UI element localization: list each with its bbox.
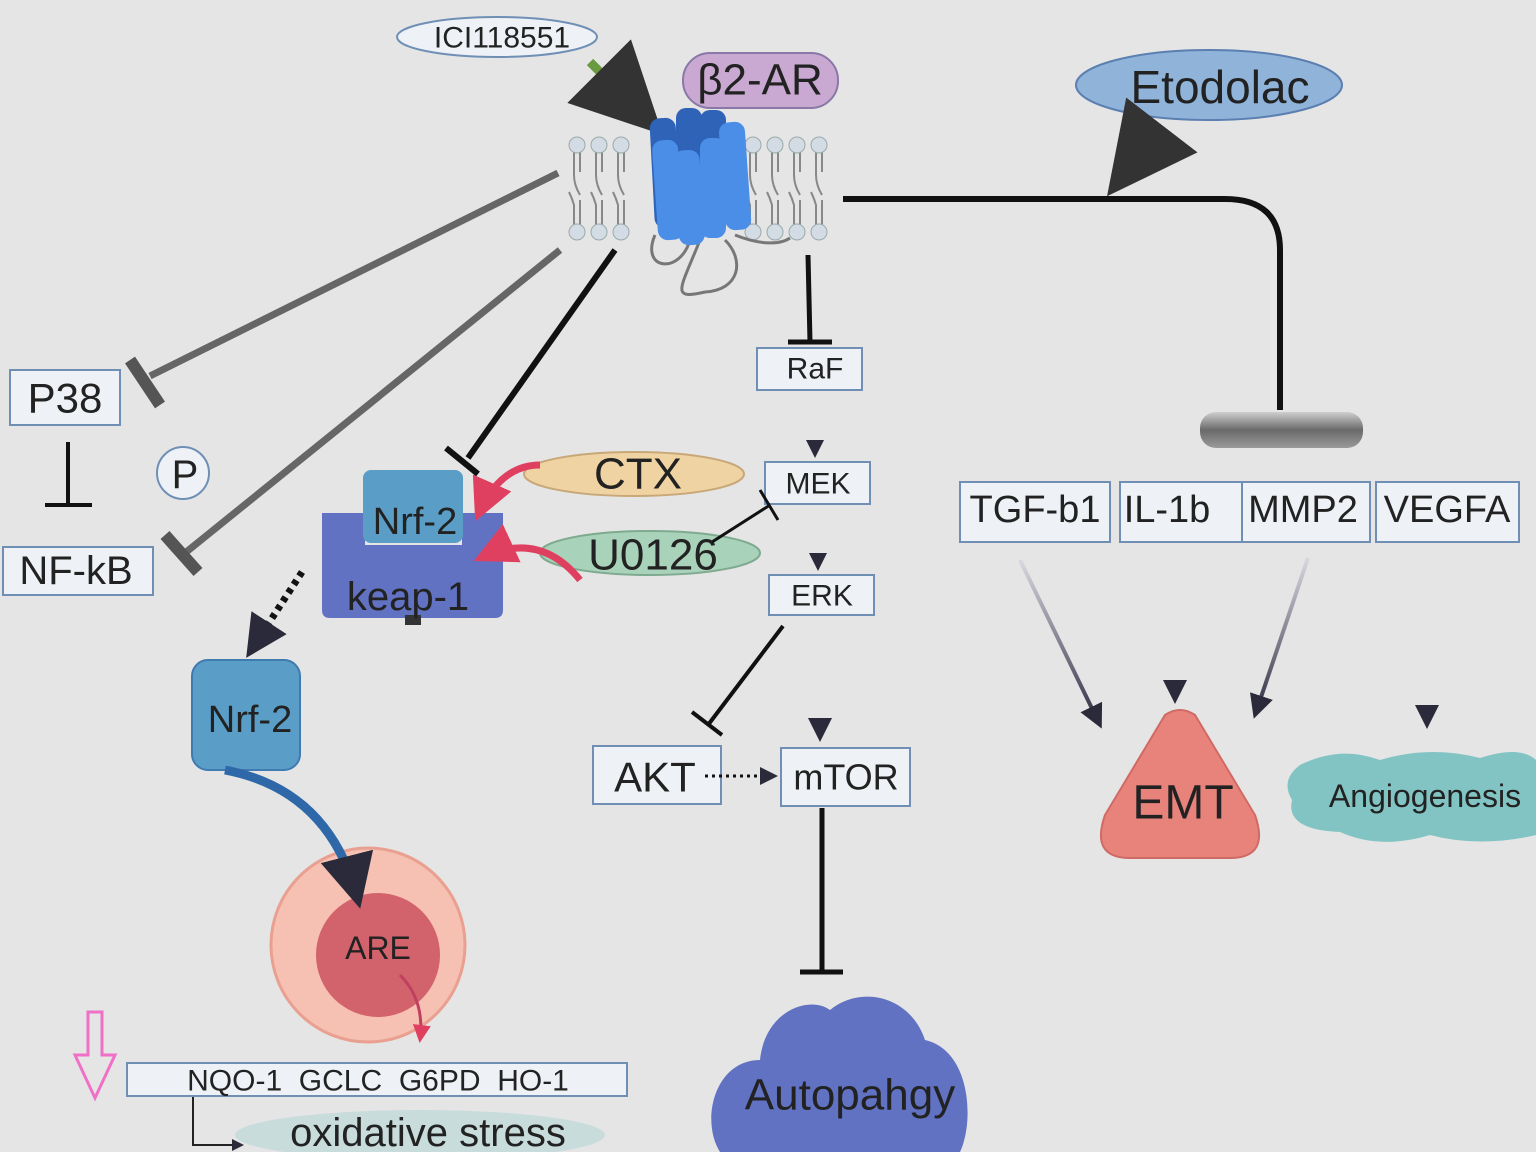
svg-text:EMT: EMT	[1132, 777, 1233, 830]
svg-text:Nrf-2: Nrf-2	[373, 501, 457, 543]
svg-text:IL-1b: IL-1b	[1124, 489, 1211, 531]
inhibition-bar	[1200, 412, 1363, 448]
svg-text:NF-kB: NF-kB	[19, 549, 132, 593]
svg-text:mTOR: mTOR	[793, 757, 898, 798]
genes-box: NQO-1 GCLC G6PD HO-1	[126, 1062, 628, 1098]
tgfb1-box: TGF-b1	[959, 481, 1111, 543]
u0126-label: U0126	[539, 530, 761, 580]
svg-text:ERK: ERK	[791, 580, 853, 613]
cell-membrane	[568, 136, 828, 241]
ctx-label: CTX	[523, 450, 745, 499]
p38-nfkb-inhibition	[45, 442, 92, 507]
svg-text:ARE: ARE	[345, 930, 411, 966]
mek-box: MEK	[764, 461, 871, 505]
svg-text:P38: P38	[28, 375, 103, 422]
etodolac-label: Etodolac	[1075, 49, 1343, 121]
svg-text:oxidative stress: oxidative stress	[290, 1111, 566, 1152]
p38-inhibition-line	[148, 169, 560, 380]
svg-text:MMP2: MMP2	[1248, 489, 1358, 531]
ici-arrow	[567, 39, 663, 135]
svg-text:Autopahgy: Autopahgy	[745, 1071, 955, 1120]
mtor-box: mTOR	[780, 747, 911, 807]
tgfb1-emt-arrow	[1018, 559, 1103, 729]
svg-text:AKT: AKT	[614, 754, 696, 801]
cell-are: ARE	[269, 846, 467, 1044]
svg-text:P: P	[172, 453, 199, 497]
il1b-box: IL-1b	[1119, 481, 1243, 543]
erk-akt-inhibition	[690, 624, 785, 737]
svg-text:Etodolac: Etodolac	[1130, 61, 1309, 113]
svg-text:β2-AR: β2-AR	[697, 56, 823, 105]
keap1-complex: Nrf-2 keap-1	[322, 470, 503, 625]
ici118551-label: ICI118551	[396, 16, 598, 58]
svg-text:RaF: RaF	[787, 353, 844, 386]
svg-text:TGF-b1: TGF-b1	[970, 489, 1101, 531]
erk-box: ERK	[768, 574, 875, 616]
svg-text:Nrf-2: Nrf-2	[208, 699, 292, 741]
etodolac-arrow	[1107, 97, 1198, 197]
u0126-arrow	[473, 524, 583, 583]
mmp2-emt-arrow	[1250, 557, 1310, 719]
inhibition-bar	[125, 356, 165, 409]
nrf2-translocation-arrow	[246, 570, 305, 658]
nfkb-inhibition-line	[182, 247, 563, 556]
svg-text:VEGFA: VEGFA	[1384, 489, 1511, 531]
raf-box: RaF	[756, 347, 863, 391]
are-expression-arrow	[398, 973, 431, 1043]
mtor-autophagy-inhibition	[800, 808, 843, 975]
svg-text:MEK: MEK	[785, 468, 850, 501]
beta2-ar-label: β2-AR	[682, 52, 839, 109]
svg-text:CTX: CTX	[594, 450, 682, 499]
inhibition-bar	[160, 531, 203, 576]
raf-inhibition-line	[788, 254, 832, 345]
genes-to-oxidative-arrow	[192, 1097, 244, 1151]
vegfa-box: VEGFA	[1375, 481, 1520, 543]
ctx-arrow	[472, 461, 541, 522]
oxidative-stress: oxidative stress	[235, 1110, 605, 1152]
nrf2-free: Nrf-2	[191, 659, 301, 771]
akt-box: AKT	[592, 745, 722, 805]
svg-text:keap-1: keap-1	[347, 575, 469, 619]
angiogenesis-shape: Angiogenesis	[1287, 751, 1536, 842]
mmp2-box: MMP2	[1241, 481, 1371, 543]
keap1-inhibition-line	[444, 248, 618, 477]
svg-text:U0126: U0126	[588, 531, 718, 580]
beta2-ar-receptor-icon	[649, 108, 791, 296]
membrane-to-emt-inhibition-line	[843, 196, 1283, 410]
down-arrow-icon	[72, 1010, 118, 1102]
phosphorylation-badge: P	[156, 446, 210, 500]
svg-text:Angiogenesis: Angiogenesis	[1329, 778, 1521, 814]
svg-text:NQO-1 GCLC G6PD HO-1: NQO-1 GCLC G6PD HO-1	[187, 1065, 569, 1098]
autophagy-cloud: Autopahgy	[711, 996, 968, 1152]
nfkb-box: NF-kB	[2, 546, 154, 596]
nrf2-to-are-arrow	[224, 765, 374, 909]
p38-box: P38	[9, 369, 121, 426]
svg-text:ICI118551: ICI118551	[434, 22, 570, 55]
emt-shape: EMT	[1100, 709, 1260, 859]
u0126-mek-inhibition	[711, 489, 780, 544]
